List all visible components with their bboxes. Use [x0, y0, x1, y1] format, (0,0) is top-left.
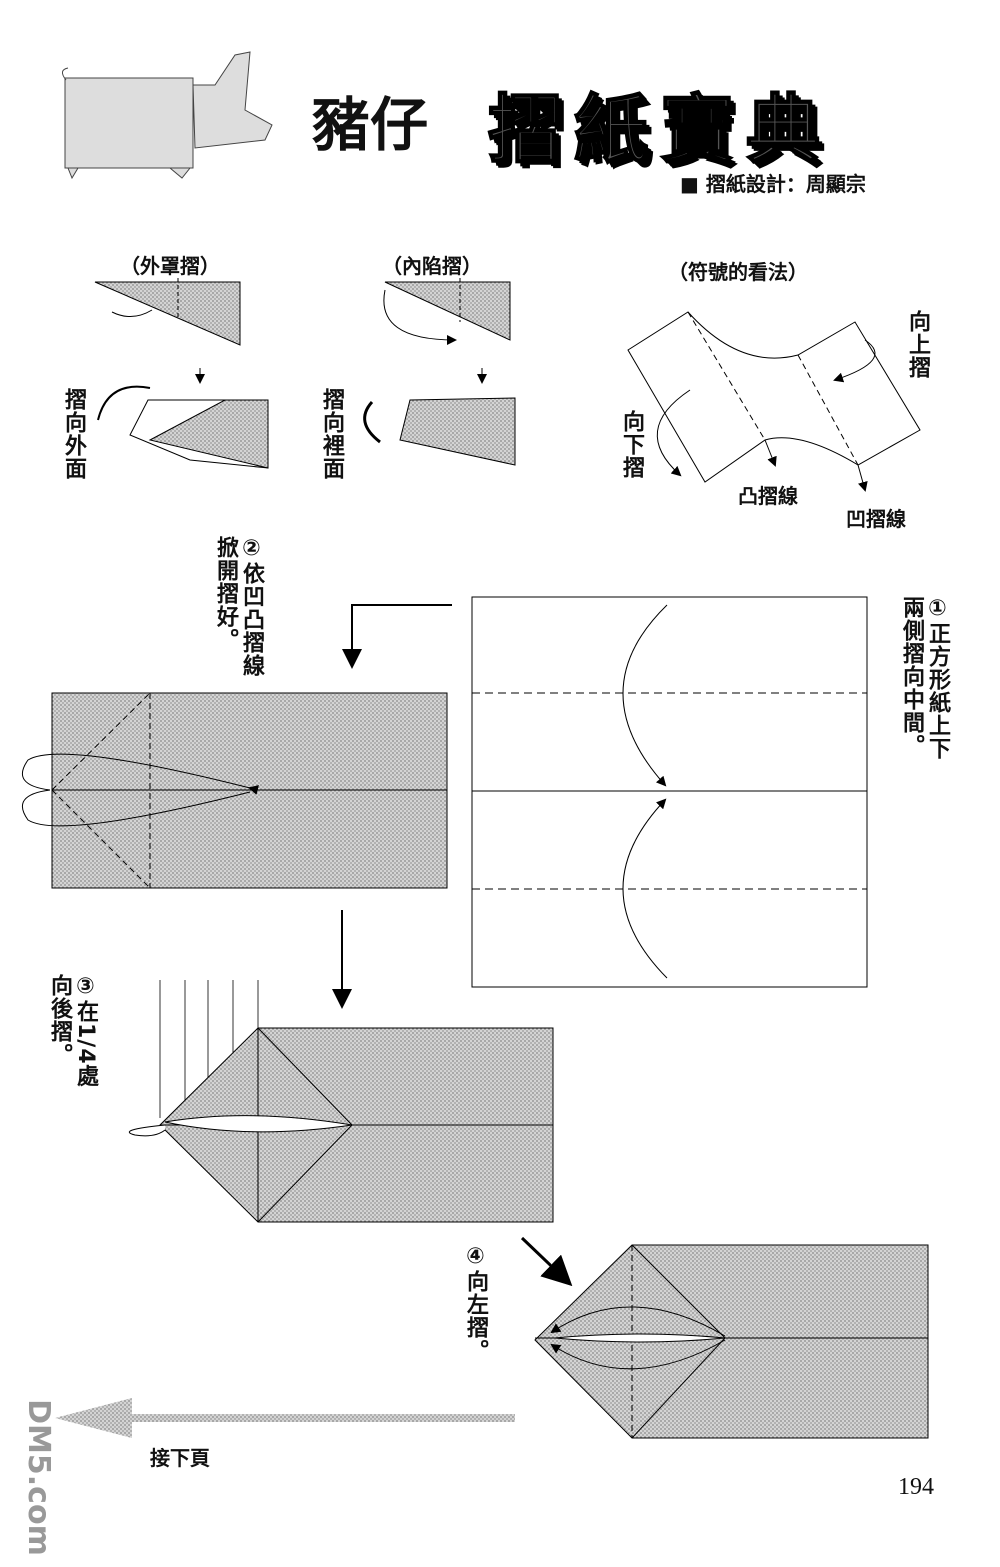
- curved-arrow-icon: [97, 385, 151, 421]
- outside-reverse-fold-note: 摺向外面: [61, 388, 86, 480]
- step-2-line-1: 依凹凸摺線: [239, 562, 264, 677]
- step-4-number: ④: [463, 1244, 488, 1270]
- step-1-diagram: [342, 596, 868, 988]
- step-3-instruction: ③在1/4處向後摺。: [46, 974, 98, 1088]
- step-2-number: ②: [239, 536, 264, 562]
- step-1-instruction: ①正方形紙上下兩側摺向中間。: [898, 596, 950, 760]
- watermark-logo: DM5.com: [20, 1399, 56, 1556]
- step-4-line-1: 向左摺。: [463, 1270, 488, 1362]
- step-2-line-2: 掀開摺好。: [213, 536, 238, 651]
- continue-next-page: 接下頁: [150, 1446, 210, 1470]
- outside-reverse-fold-title: （外罩摺）: [120, 254, 220, 278]
- inside-reverse-fold-note: 摺向裡面: [319, 388, 344, 480]
- page-number: 194: [898, 1474, 934, 1500]
- fold-down-label: 向下摺: [619, 410, 644, 479]
- continue-arrow: [55, 1398, 515, 1438]
- step-4-instruction: ④向左摺。: [462, 1244, 488, 1362]
- fold-up-label: 向上摺: [905, 310, 930, 379]
- step-3-line-2: 向後摺。: [47, 974, 72, 1066]
- curved-arrow-icon: [363, 400, 381, 444]
- symbols-title: （符號的看法）: [668, 260, 808, 284]
- inside-reverse-fold-title: （內陷摺）: [382, 254, 482, 278]
- fold-symbols-diagram: [627, 311, 921, 492]
- step-1-number: ①: [925, 596, 950, 622]
- step-2-diagram: [22, 692, 448, 1009]
- step-1-line-1: 正方形紙上下: [925, 622, 950, 760]
- outside-reverse-fold-diagram: [94, 278, 269, 469]
- pig-model-illustration: [62, 51, 273, 180]
- step-1-line-2: 兩側摺向中間。: [899, 596, 924, 757]
- step-3-number: ③: [73, 974, 98, 1000]
- inside-reverse-fold-diagram: [363, 278, 516, 466]
- step-4-diagram: [520, 1236, 929, 1439]
- title-subject: 豬仔: [312, 91, 429, 159]
- step-3-diagram: [128, 980, 554, 1223]
- title-book: 摺紙寶典: [487, 86, 832, 174]
- mountain-fold-label: 凸摺線: [738, 484, 798, 508]
- valley-fold-label: 凹摺線: [846, 507, 906, 531]
- designer-credit: ■ 摺紙設計：周顯宗: [680, 172, 866, 196]
- step-2-instruction: ②依凹凸摺線掀開摺好。: [212, 536, 264, 677]
- step-3-line-1: 在1/4處: [73, 1000, 98, 1088]
